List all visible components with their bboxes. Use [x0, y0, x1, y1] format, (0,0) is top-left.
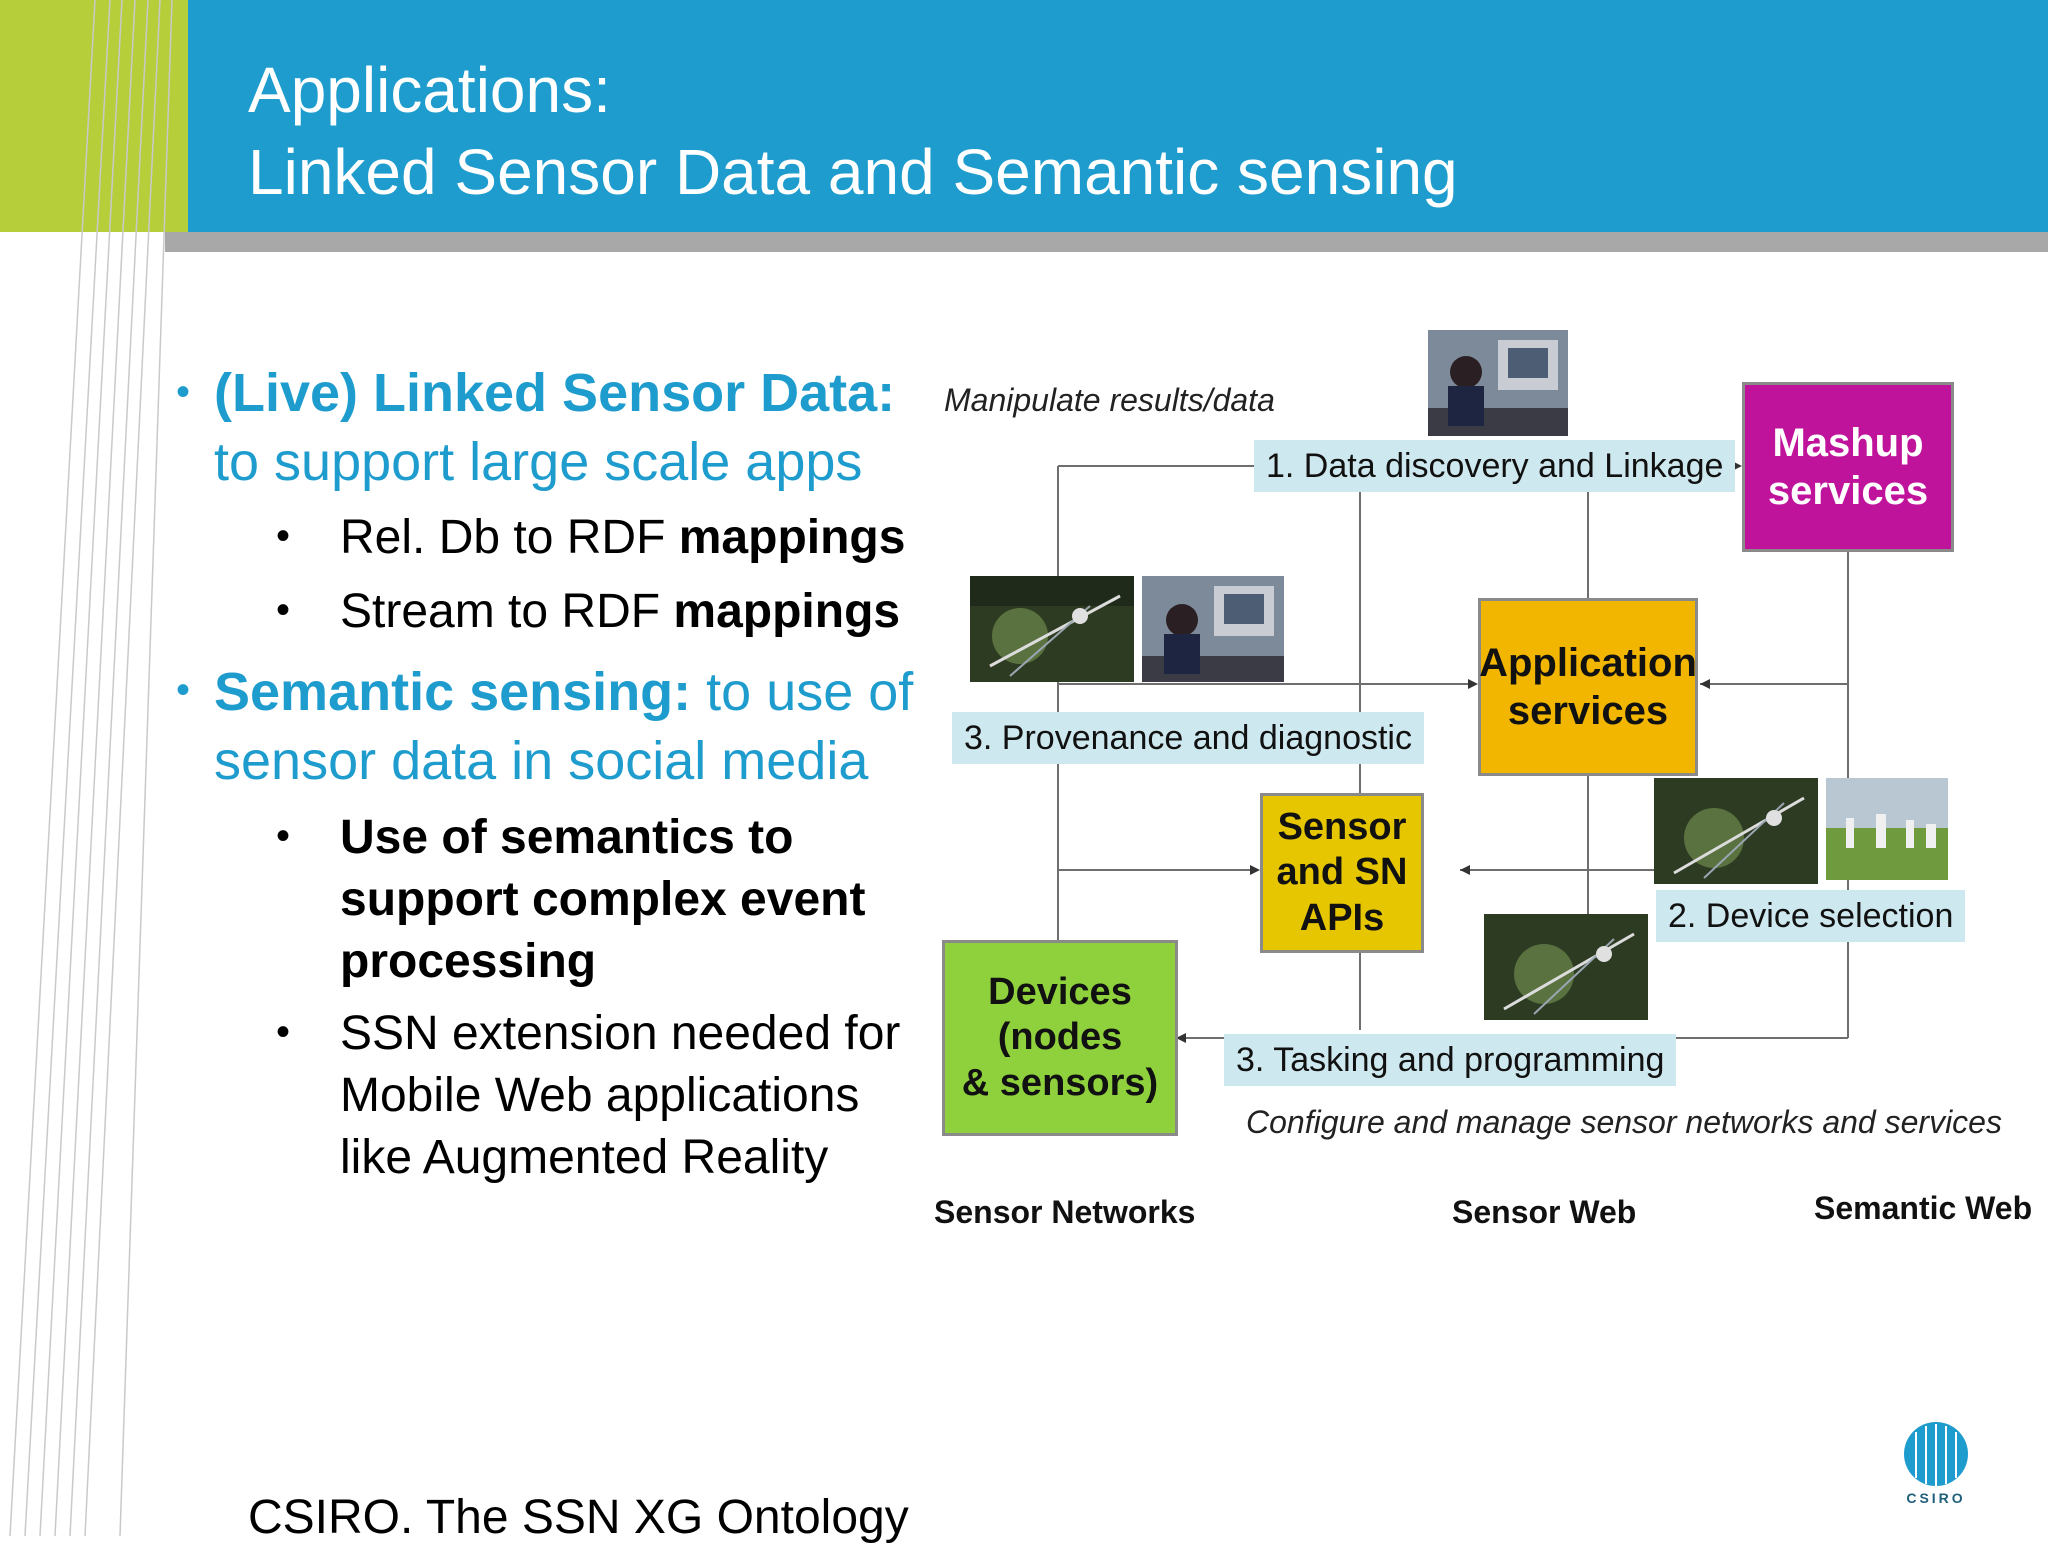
sub-bullet-1-2-bold: mappings — [673, 585, 901, 638]
sub-bullet-2-1-line1: Use of semantics to — [340, 811, 794, 864]
devices-box: Devices (nodes & sensors) — [942, 940, 1178, 1136]
sensor-apis-line1: Sensor — [1277, 805, 1407, 848]
bullet-marker: • — [176, 370, 191, 414]
application-services-box: Application services — [1478, 598, 1698, 776]
decorative-side-lines — [9, 0, 173, 1536]
application-services-line2: services — [1507, 689, 1669, 733]
bullet-2-bold: Semantic sensing: — [214, 662, 692, 722]
bullet-2-line1: Semantic sensing: to use of — [214, 665, 913, 719]
slide-footer: CSIRO. The SSN XG Ontology — [248, 1491, 909, 1544]
sub-bullet-marker: • — [276, 588, 291, 632]
label-tasking: 3. Tasking and programming — [1224, 1034, 1677, 1086]
sub-bullet-marker: • — [276, 514, 291, 558]
devices-line1: Devices — [988, 970, 1132, 1013]
photo-field-sensors — [1484, 914, 1648, 1020]
sensor-apis-line2: and SN — [1276, 851, 1408, 894]
label-data-discovery: 1. Data discovery and Linkage — [1254, 440, 1736, 492]
header-bar — [0, 0, 2048, 232]
bullet-1-line1: (Live) Linked Sensor Data: — [214, 366, 895, 420]
photo-field-sensors — [970, 576, 1134, 682]
slide-title-line1: Applications: — [248, 54, 611, 126]
sensor-apis-line3: APIs — [1299, 896, 1385, 939]
photo-person-at-computer — [1428, 330, 1568, 436]
mashup-services-line1: Mashup — [1772, 421, 1924, 465]
sub-bullet-2-2-line1: SSN extension needed for — [340, 1007, 901, 1060]
sub-bullet-2-2-line2: Mobile Web applications — [340, 1069, 860, 1122]
sub-bullet-2-2-line3: like Augmented Reality — [340, 1131, 829, 1184]
bullet-marker: • — [176, 668, 191, 712]
label-device-selection: 2. Device selection — [1656, 890, 1966, 942]
layer-sensor-web: Sensor Web — [1452, 1194, 1637, 1230]
bullet-2-rest: to use of — [706, 662, 914, 722]
sub-bullet-2-1-line3: processing — [340, 935, 597, 988]
photo-field-sensors — [1654, 778, 1818, 884]
bullet-2-line2: sensor data in social media — [214, 731, 869, 791]
photo-weather-station-field — [1826, 778, 1948, 880]
csiro-logo — [1904, 1422, 1968, 1486]
sub-bullet-1-1: Rel. Db to RDF mappings — [340, 514, 905, 562]
sub-bullet-2-1-line2: support complex event — [340, 873, 866, 926]
bullet-1-bold: (Live) Linked Sensor Data: — [214, 363, 896, 423]
sub-bullet-1-2-normal: Stream to RDF — [340, 585, 674, 638]
header-accent-strip — [0, 0, 188, 232]
csiro-logo-text: CSIRO — [1906, 1490, 1966, 1506]
layer-semantic-web: Semantic Web — [1814, 1190, 2033, 1226]
mashup-services-box: Mashup services — [1742, 382, 1954, 552]
application-services-line1: Application — [1479, 641, 1697, 685]
photo-person-at-computer — [1142, 576, 1284, 682]
note-manipulate-results: Manipulate results/data — [944, 382, 1275, 418]
mashup-services-line2: services — [1767, 469, 1929, 513]
sub-bullet-marker: • — [276, 814, 291, 858]
sub-bullet-1-1-bold: mappings — [678, 511, 906, 564]
label-provenance: 3. Provenance and diagnostic — [952, 712, 1424, 764]
bullet-1-line2: to support large scale apps — [214, 432, 863, 492]
sub-bullet-1-1-normal: Rel. Db to RDF — [340, 511, 679, 564]
sub-bullet-marker: • — [276, 1010, 291, 1054]
header-shadow — [165, 232, 2048, 252]
sub-bullet-1-2: Stream to RDF mappings — [340, 588, 900, 636]
slide-title-line2: Linked Sensor Data and Semantic sensing — [248, 136, 1458, 208]
layer-sensor-networks: Sensor Networks — [934, 1194, 1196, 1230]
sensor-apis-box: Sensor and SN APIs — [1260, 793, 1424, 953]
note-configure-manage: Configure and manage sensor networks and… — [1246, 1104, 2002, 1140]
devices-line3: & sensors) — [961, 1061, 1159, 1104]
devices-line2: (nodes — [997, 1016, 1123, 1059]
